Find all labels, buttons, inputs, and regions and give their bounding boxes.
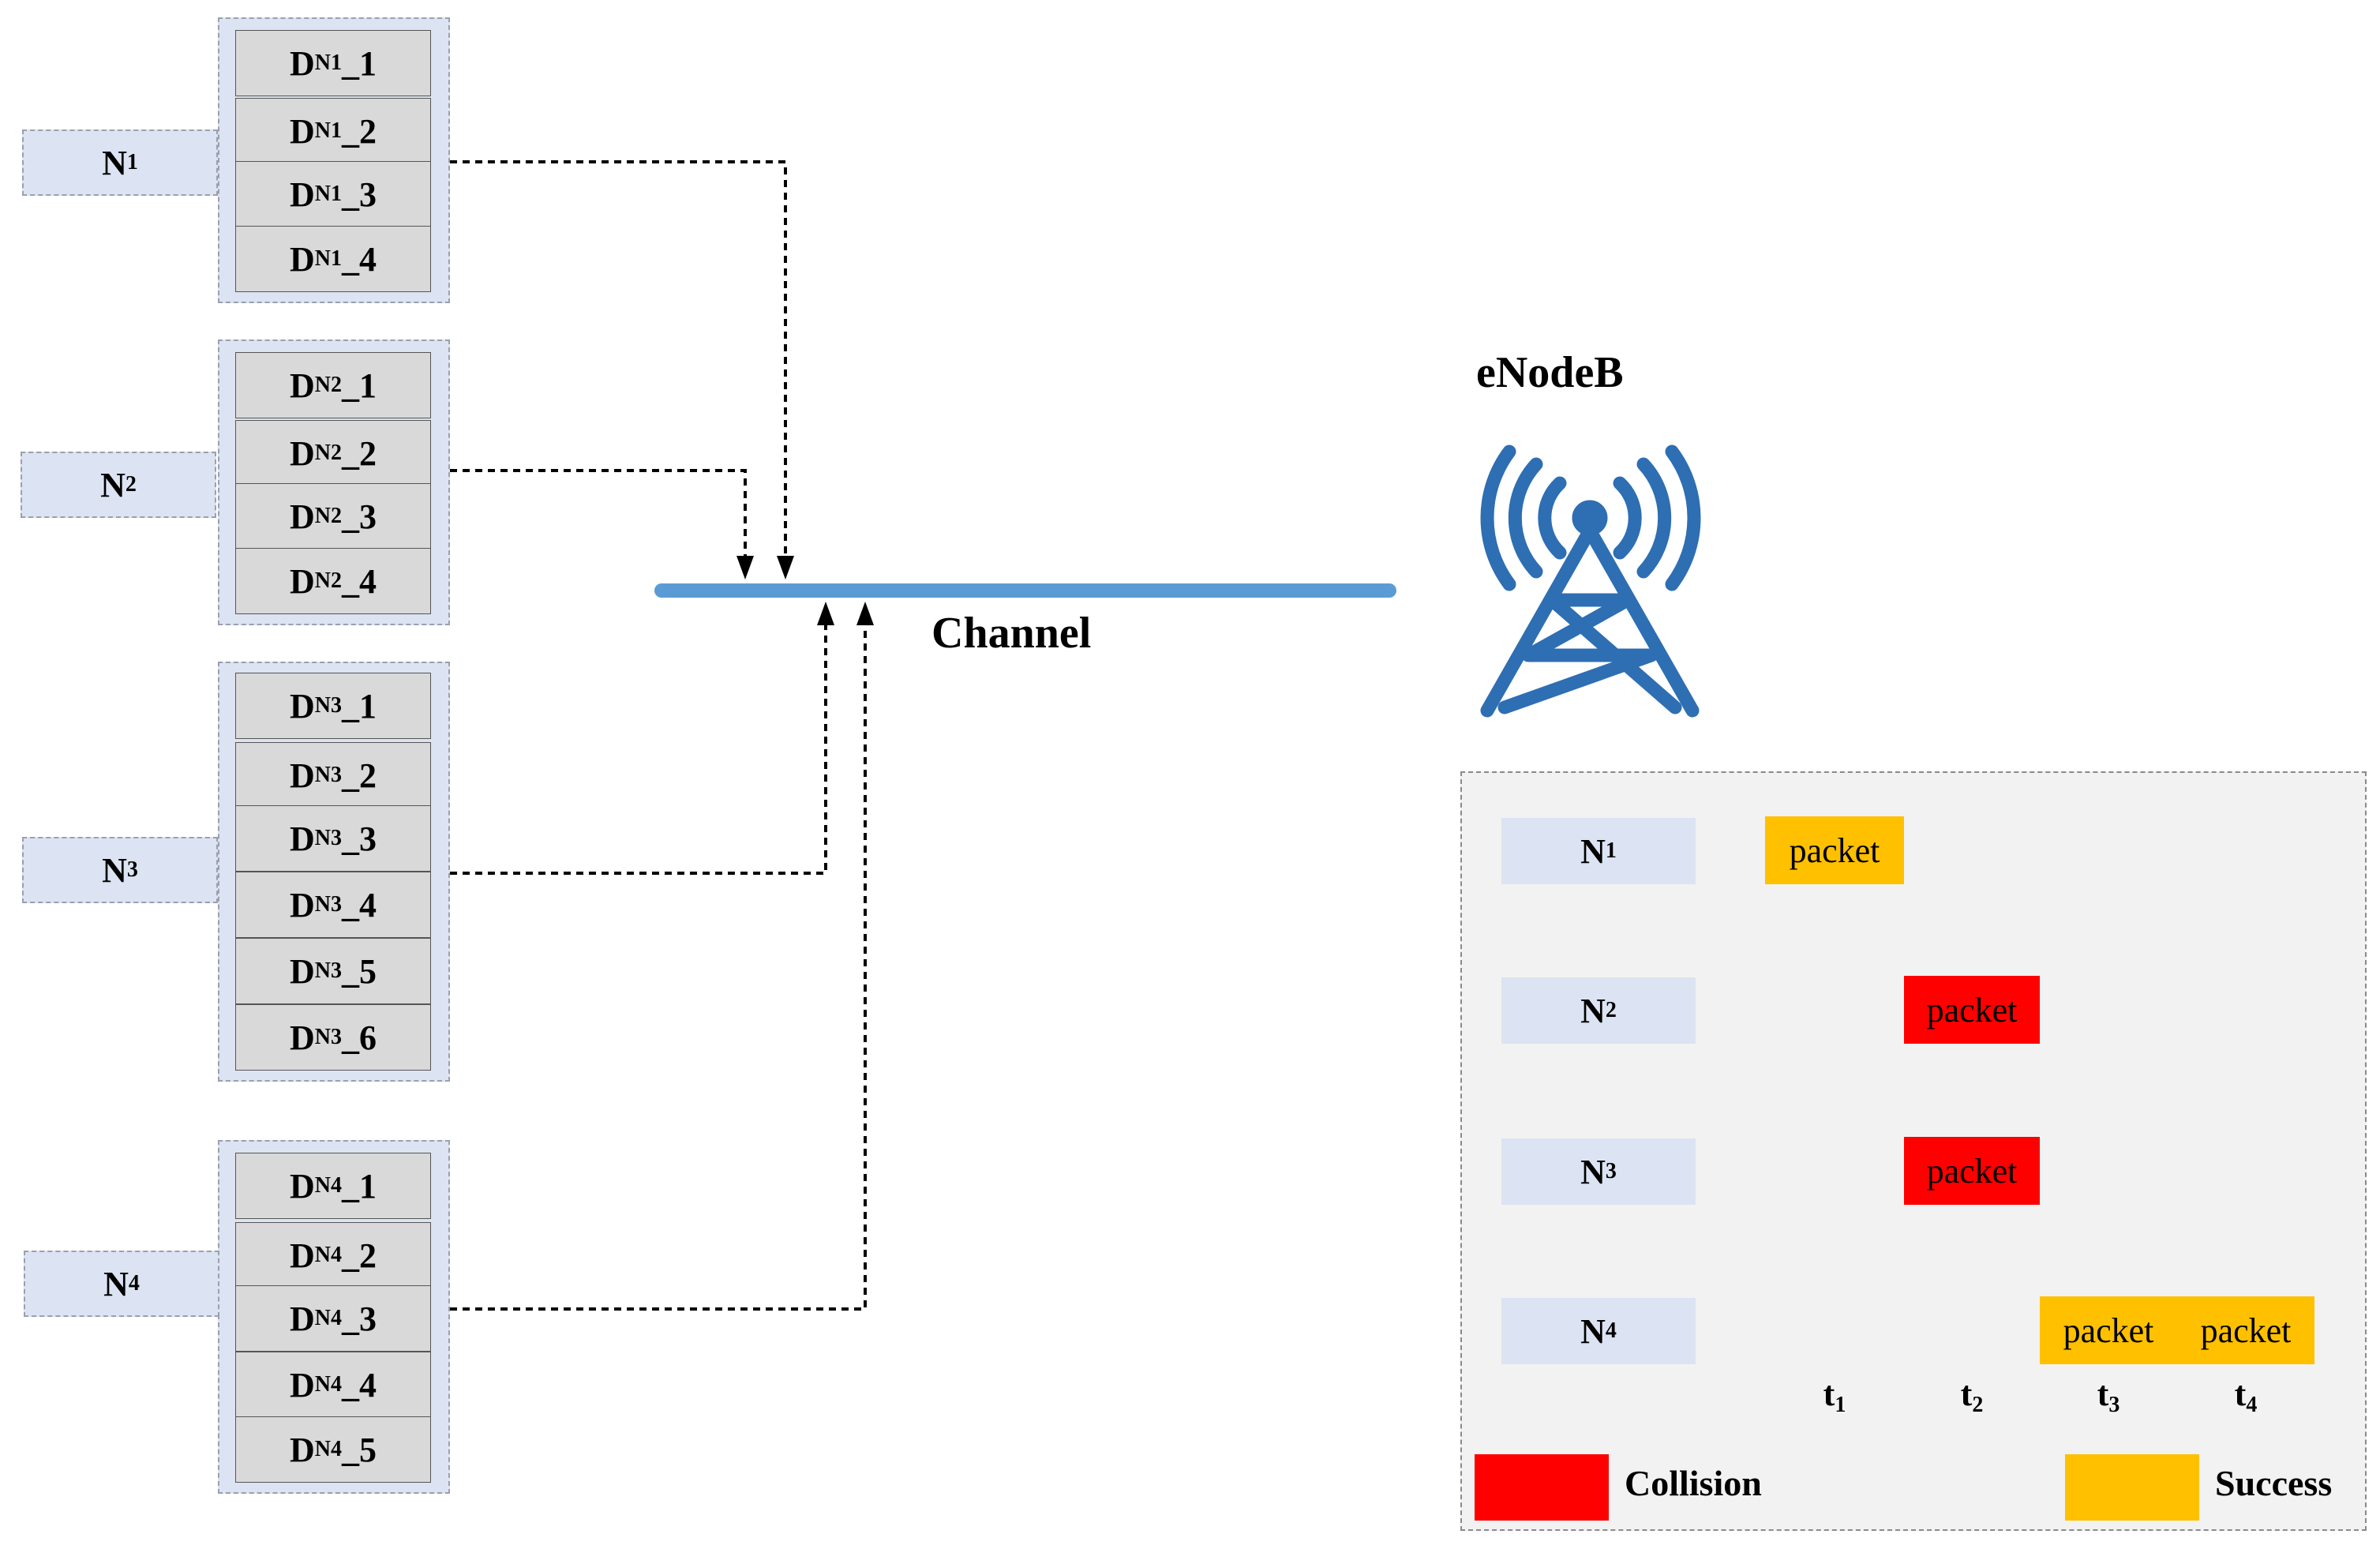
arrowhead-n1 xyxy=(777,556,794,579)
connector-n3 xyxy=(450,619,827,875)
legend-label-success: Success xyxy=(2215,1463,2333,1503)
slot-label-t3: t3 xyxy=(2097,1375,2120,1417)
packet-collision: packet xyxy=(1904,1137,2040,1205)
enodeb-label: eNodeB xyxy=(1476,348,1624,397)
arrowhead-n4 xyxy=(856,602,874,625)
connector-n2 xyxy=(450,469,747,562)
slot-label-t4: t4 xyxy=(2234,1375,2258,1417)
packet-collision: packet xyxy=(1904,976,2040,1044)
packet-success: packet xyxy=(2040,1296,2177,1364)
legend-swatch-success xyxy=(2065,1454,2199,1521)
slot-label-t1: t1 xyxy=(1823,1375,1846,1417)
legend-swatch-collision xyxy=(1475,1454,1609,1521)
slot-label-t2: t2 xyxy=(1960,1375,1984,1417)
packet-success: packet xyxy=(1765,816,1904,884)
arrowhead-n2 xyxy=(736,556,754,579)
legend-label-collision: Collision xyxy=(1625,1463,1762,1503)
connector-n4 xyxy=(450,619,867,1311)
arrowhead-n3 xyxy=(817,602,834,625)
channel-label: Channel xyxy=(931,609,1092,658)
packet-success: packet xyxy=(2177,1296,2314,1364)
connector-n1 xyxy=(450,160,787,562)
